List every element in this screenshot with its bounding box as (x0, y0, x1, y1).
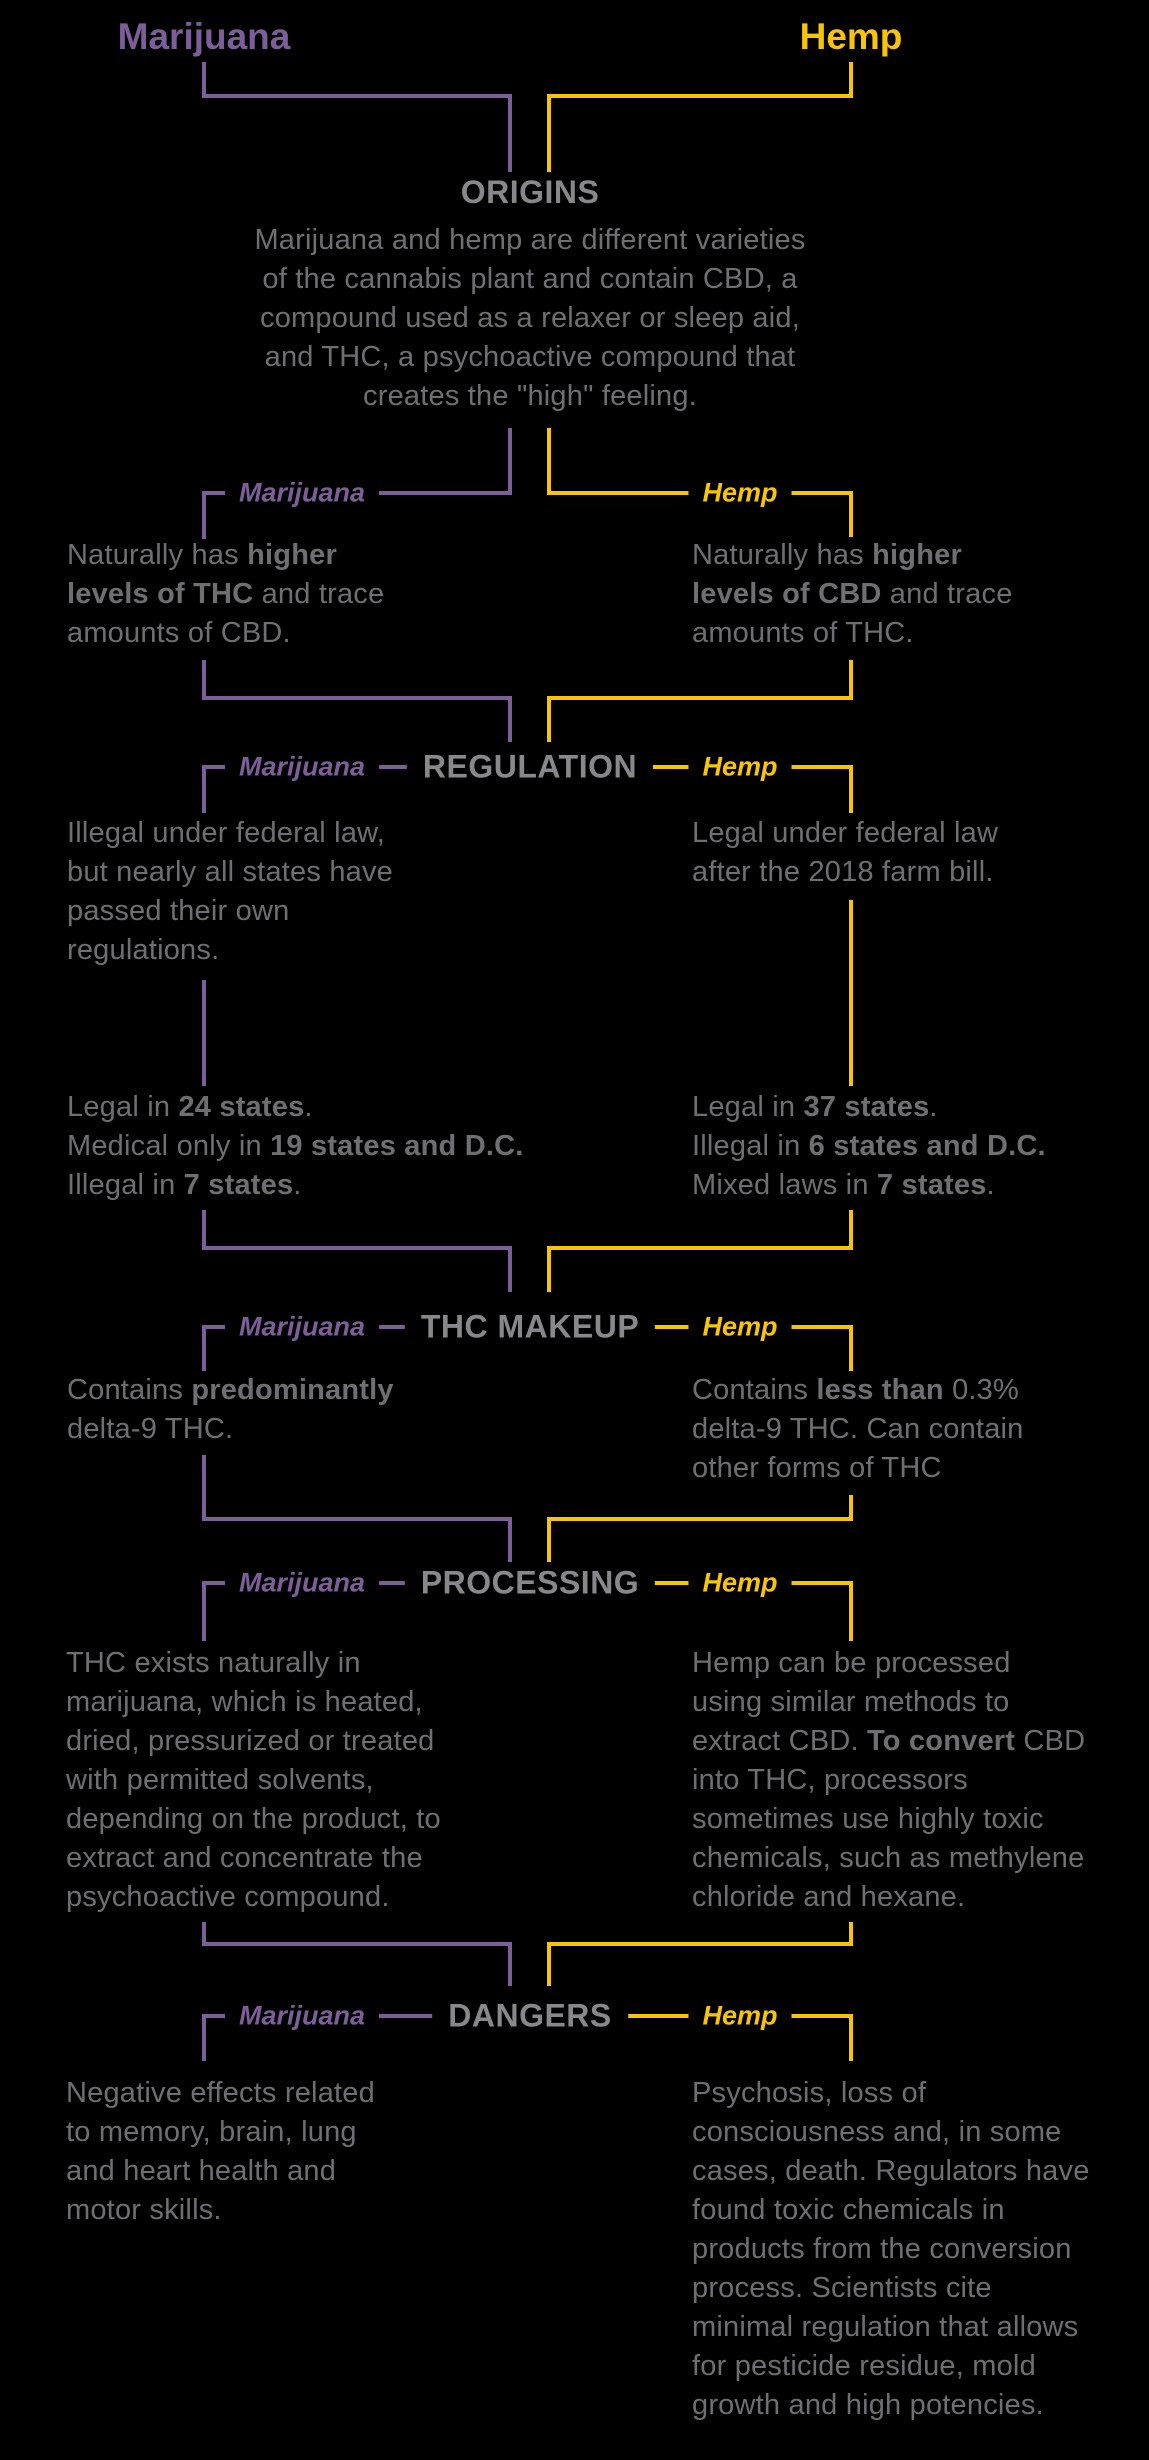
hemp-connector-line (849, 1210, 853, 1250)
section-heading-origins: ORIGINS (460, 174, 600, 210)
branch-label-hemp-regulation: Hemp (688, 749, 792, 785)
dangers-marijuana-text: Negative effects related to memory, brai… (66, 2077, 375, 2226)
hemp-connector-line (547, 1246, 551, 1292)
hemp-connector-line (849, 491, 853, 537)
marijuana-connector-line (202, 660, 206, 700)
marijuana-connector-line (508, 94, 512, 172)
thc-makeup-marijuana-text: Contains predominantly delta-9 THC. (67, 1374, 394, 1445)
marijuana-connector-line (202, 62, 206, 96)
section-heading-thc-makeup: THC MAKEUP (404, 1306, 656, 1348)
marijuana-connector-line (202, 696, 512, 700)
hemp-connector-line (849, 900, 853, 1086)
traits-marijuana-text: Naturally has higher levels of THC and t… (67, 539, 385, 649)
hemp-connector-line (547, 94, 551, 172)
branch-label-hemp-thc: Hemp (688, 1309, 792, 1345)
marijuana-connector-line (202, 765, 206, 813)
marijuana-connector-line (202, 1455, 206, 1521)
hemp-connector-line (547, 1517, 853, 1521)
marijuana-connector-line (202, 1325, 206, 1371)
hemp-connector-line (547, 1942, 551, 1986)
marijuana-connector-line (508, 696, 512, 742)
branch-label-marijuana-traits: Marijuana (224, 475, 380, 511)
marijuana-connector-line (202, 491, 206, 539)
marijuana-connector-line (202, 980, 206, 1086)
branch-label-marijuana-thc: Marijuana (224, 1309, 380, 1345)
hemp-connector-line (849, 660, 853, 700)
hemp-connector-line (547, 1517, 551, 1562)
thc-makeup-hemp-text: Contains less than 0.3% delta-9 THC. Can… (692, 1374, 1024, 1484)
marijuana-connector-line (202, 1517, 512, 1521)
hemp-connector-line (849, 1495, 853, 1521)
marijuana-connector-line (508, 1246, 512, 1292)
branch-label-hemp-dangers: Hemp (688, 1998, 792, 2034)
marijuana-connector-line (202, 1922, 206, 1946)
hemp-connector-line (547, 696, 853, 700)
hemp-connector-line (547, 1942, 853, 1946)
marijuana-connector-line (202, 1210, 206, 1250)
processing-marijuana-text: THC exists naturally in marijuana, which… (66, 1647, 441, 1913)
hemp-connector-line (547, 696, 551, 742)
processing-hemp-text: Hemp can be processed using similar meth… (692, 1647, 1086, 1913)
branch-label-marijuana-dangers: Marijuana (224, 1998, 380, 2034)
hemp-column-title: Hemp (799, 16, 903, 57)
hemp-connector-line (547, 1246, 853, 1250)
traits-hemp-text: Naturally has higher levels of CBD and t… (692, 539, 1013, 649)
regulation-marijuana-text: Illegal under federal law, but nearly al… (67, 817, 393, 966)
branch-label-marijuana-regulation: Marijuana (224, 749, 380, 785)
marijuana-connector-line (508, 1517, 512, 1562)
hemp-connector-line (849, 1922, 853, 1946)
marijuana-connector-line (202, 2014, 206, 2061)
marijuana-column-title: Marijuana (117, 16, 291, 57)
section-heading-regulation: REGULATION (406, 746, 654, 788)
marijuana-connector-line (202, 1246, 512, 1250)
regulation-hemp-states-text: Legal in 37 states. Illegal in 6 states … (692, 1091, 1046, 1201)
hemp-connector-line (849, 765, 853, 813)
hemp-connector-line (849, 62, 853, 96)
marijuana-connector-line (202, 1581, 206, 1641)
marijuana-connector-line (202, 1942, 512, 1946)
section-heading-processing: PROCESSING (404, 1562, 656, 1604)
regulation-marijuana-states-text: Legal in 24 states. Medical only in 19 s… (67, 1091, 524, 1201)
branch-label-hemp-traits: Hemp (688, 475, 792, 511)
hemp-connector-line (849, 2014, 853, 2061)
hemp-connector-line (849, 1325, 853, 1371)
dangers-hemp-text: Psychosis, loss of consciousness and, in… (692, 2077, 1090, 2421)
marijuana-connector-line (508, 1942, 512, 1986)
branch-label-hemp-processing: Hemp (688, 1565, 792, 1601)
marijuana-connector-line (508, 428, 512, 494)
hemp-connector-line (849, 1581, 853, 1641)
branch-label-marijuana-processing: Marijuana (224, 1565, 380, 1601)
marijuana-connector-line (202, 94, 512, 98)
hemp-connector-line (547, 428, 551, 494)
hemp-connector-line (547, 94, 853, 98)
origins-paragraph: Marijuana and hemp are different varieti… (254, 224, 806, 412)
section-heading-dangers: DANGERS (432, 1995, 628, 2037)
regulation-hemp-text: Legal under federal law after the 2018 f… (692, 817, 999, 888)
